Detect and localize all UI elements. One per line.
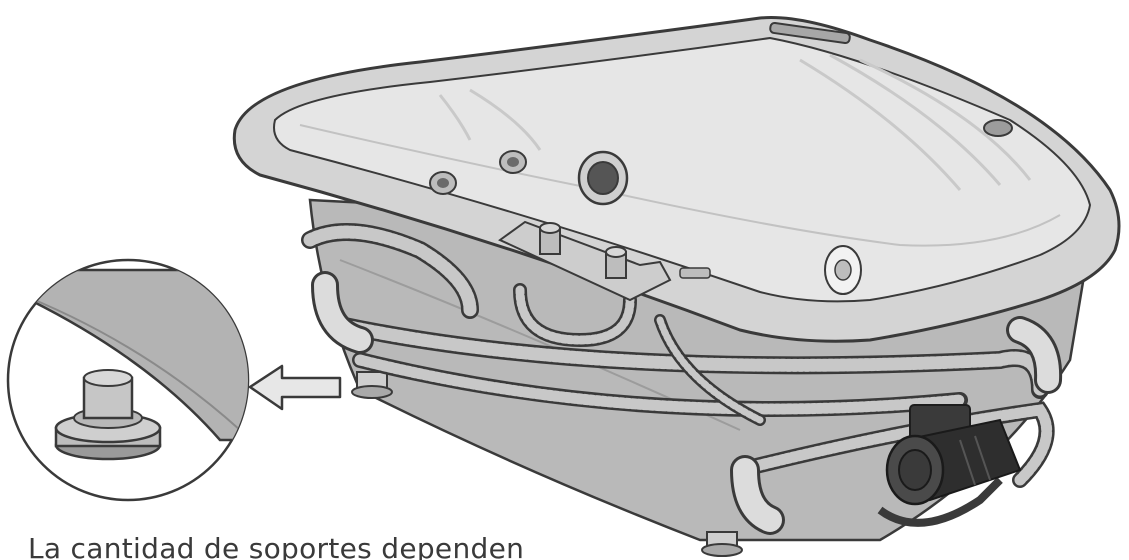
left-arrow-icon xyxy=(248,364,342,411)
support-detail-circle xyxy=(6,258,250,502)
caption-text: La cantidad de soportes dependen xyxy=(28,532,525,560)
water-jets xyxy=(429,150,862,295)
pump-motor xyxy=(877,404,1022,527)
support-feet xyxy=(351,371,743,557)
hoses xyxy=(301,223,1055,488)
bathtub-rim xyxy=(232,16,1121,343)
pipe-elbows xyxy=(311,271,1063,535)
control-knobs xyxy=(498,220,711,302)
